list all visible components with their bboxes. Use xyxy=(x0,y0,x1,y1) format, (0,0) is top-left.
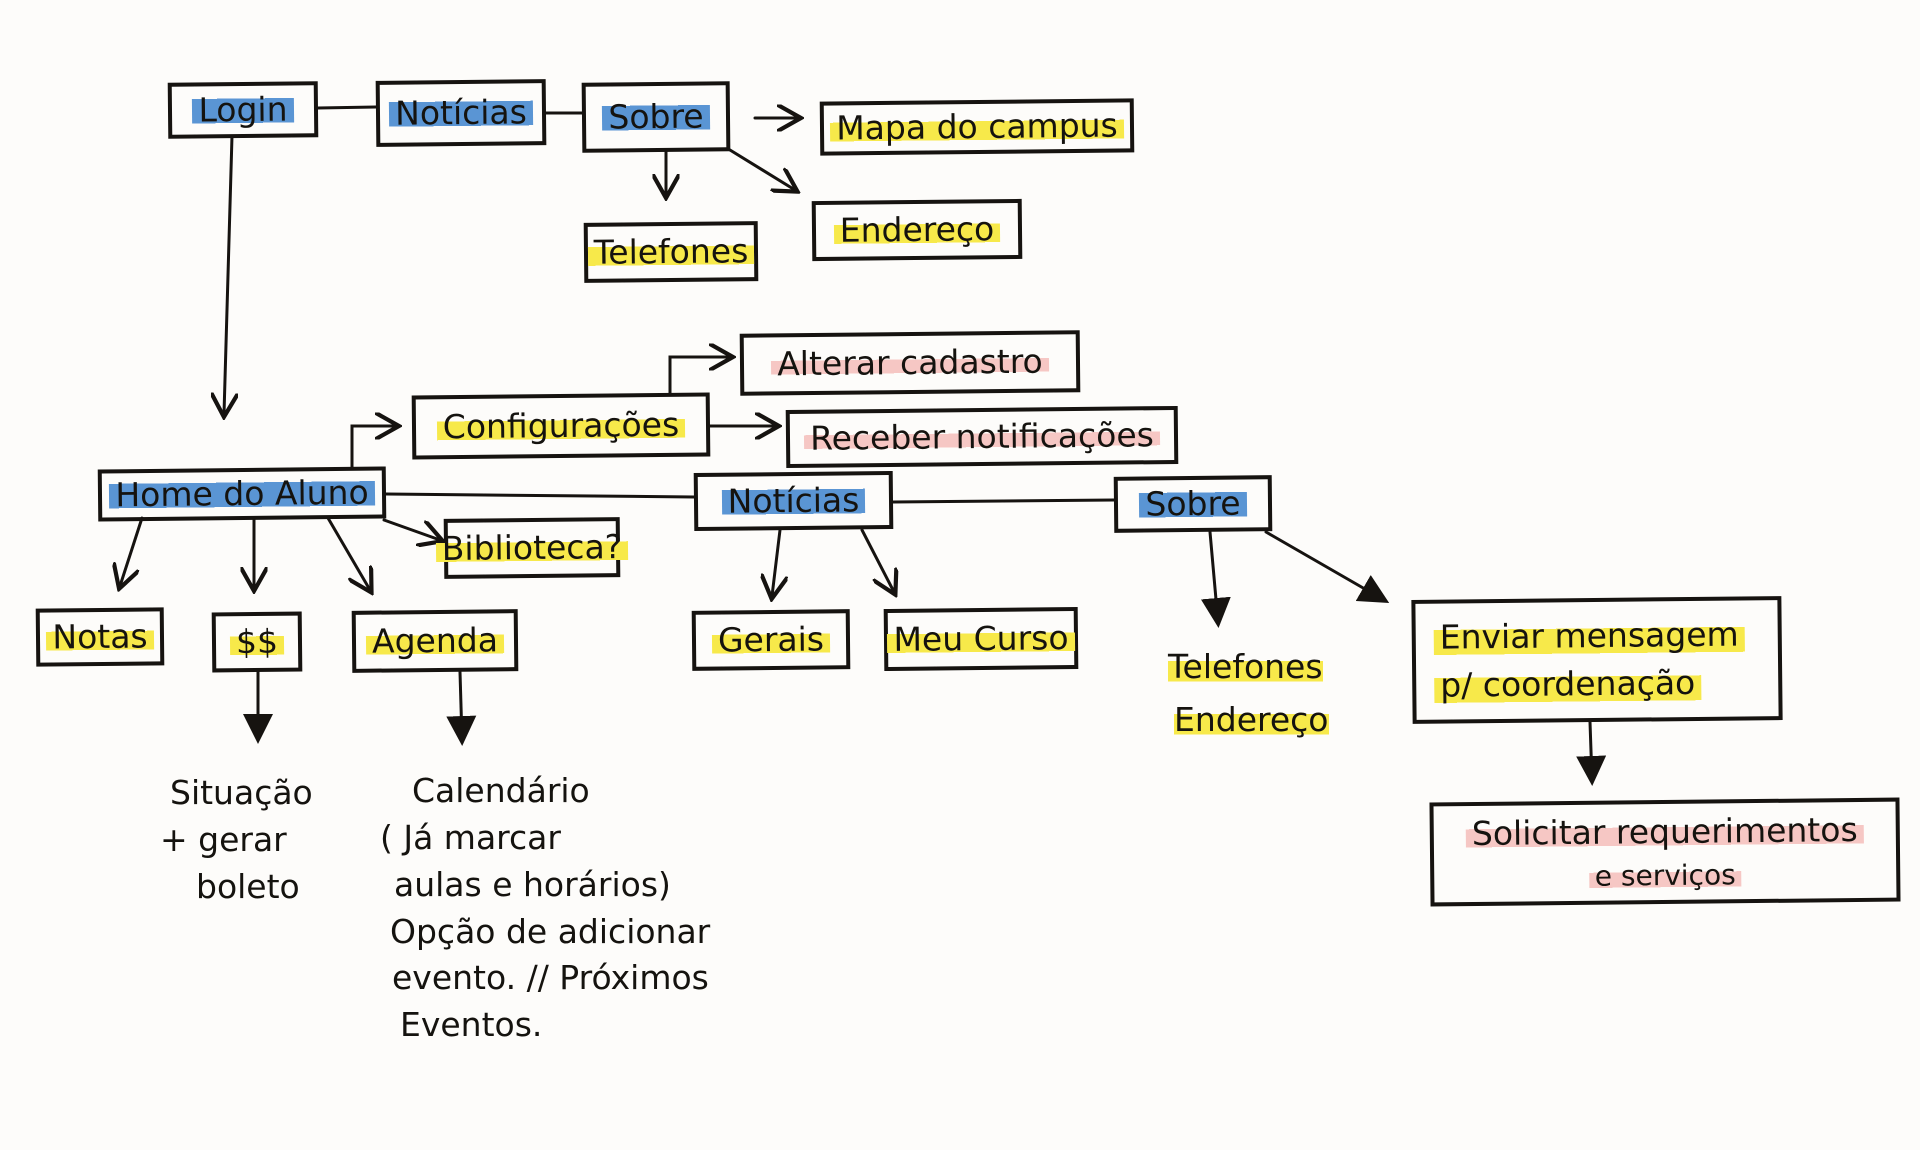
noticias-box: Notícias xyxy=(375,79,547,147)
login-label: Login xyxy=(192,90,294,130)
agenda-label: Agenda xyxy=(365,621,505,661)
configuracoes-label: Configurações xyxy=(436,405,686,446)
alterar-cadastro-label: Alterar cadastro xyxy=(771,342,1049,384)
agenda-note: Calendário ( Já marcar aulas e horários)… xyxy=(380,768,710,1049)
login-box: Login xyxy=(167,81,319,139)
notas-label: Notas xyxy=(46,617,154,657)
agenda-note-line: aulas e horários) xyxy=(394,864,671,904)
edge-home-config xyxy=(350,426,396,470)
biblioteca-box: Biblioteca? xyxy=(435,517,629,579)
edge-sobre2-enviar xyxy=(1264,530,1390,603)
edge-login-home xyxy=(224,134,232,414)
noticias-aluno-box: Notícias xyxy=(693,470,894,532)
gerais-label: Gerais xyxy=(711,620,831,660)
edge-sobre-endereco xyxy=(728,148,795,190)
notas-box: Notas xyxy=(35,607,165,667)
edge-noticias-gerais xyxy=(772,528,780,596)
enviar-mensagem-line: Enviar mensagem xyxy=(1433,610,1745,662)
solicitar-requerimentos-line: Solicitar requerimentos xyxy=(1465,805,1864,858)
alterar-cadastro-box: Alterar cadastro xyxy=(739,330,1081,396)
noticias-label: Notícias xyxy=(388,92,534,133)
financeiro-box: $$ xyxy=(211,611,303,673)
mapa-campus-label: Mapa do campus xyxy=(830,106,1124,148)
endereco-label: Endereço xyxy=(833,209,1001,250)
enviar-mensagem-box: Enviar mensagem p/ coordenação xyxy=(1411,596,1783,724)
gerais-box: Gerais xyxy=(691,609,851,671)
edge-config-alterar xyxy=(668,357,730,396)
edge-home-agenda xyxy=(326,516,370,590)
meu-curso-box: Meu Curso xyxy=(883,606,1079,672)
edge-home-biblioteca xyxy=(382,518,440,540)
telefones-label: Telefones xyxy=(587,231,755,272)
financeiro-label: $$ xyxy=(229,622,285,661)
financeiro-note: Situação + gerar boleto xyxy=(160,770,313,911)
sobre-label: Sobre xyxy=(602,97,710,137)
telefones-box: Telefones xyxy=(583,221,759,283)
sobre-box: Sobre xyxy=(581,81,731,153)
sobre-aluno-label: Sobre xyxy=(1139,484,1247,524)
sobre-contatos: Telefones Endereço xyxy=(1168,640,1329,747)
financeiro-note-line: boleto xyxy=(196,866,300,906)
edge-agenda-note xyxy=(446,670,477,746)
agenda-box: Agenda xyxy=(351,609,519,673)
edge-sobre2-telefones xyxy=(1200,530,1231,628)
edge-home-noticias xyxy=(384,492,696,499)
configuracoes-box: Configurações xyxy=(411,392,711,460)
agenda-note-line: Calendário xyxy=(412,771,590,810)
home-aluno-label: Home do Aluno xyxy=(109,473,375,515)
meu-curso-label: Meu Curso xyxy=(887,618,1075,659)
agenda-note-line: evento. // Próximos xyxy=(392,958,709,998)
financeiro-note-line: Situação xyxy=(170,773,313,812)
receber-notificacoes-box: Receber notificações xyxy=(785,405,1179,469)
endereco-box: Endereço xyxy=(811,198,1023,262)
biblioteca-label: Biblioteca? xyxy=(435,527,629,568)
sobre-telefones-label: Telefones xyxy=(1168,647,1323,686)
edge-noticias-meucurso xyxy=(860,528,894,592)
edge-home-notas xyxy=(120,516,144,586)
solicitar-requerimentos-line: e serviços xyxy=(1588,854,1742,898)
home-aluno-box: Home do Aluno xyxy=(97,466,387,522)
edge-noticias-sobre2 xyxy=(891,498,1116,504)
agenda-note-line: ( Já marcar xyxy=(380,817,561,857)
sobre-aluno-box: Sobre xyxy=(1113,475,1273,533)
agenda-note-line: Opção de adicionar xyxy=(390,911,711,951)
agenda-note-line: Eventos. xyxy=(400,1005,543,1045)
financeiro-note-line: + gerar xyxy=(160,819,287,859)
noticias-aluno-label: Notícias xyxy=(721,480,866,521)
edge-login-noticias xyxy=(316,105,378,110)
solicitar-requerimentos-box: Solicitar requerimentos e serviços xyxy=(1429,797,1901,907)
sobre-endereco-label: Endereço xyxy=(1174,700,1329,740)
enviar-mensagem-line: p/ coordenação xyxy=(1434,658,1702,710)
edge-enviar-solicitar xyxy=(1576,720,1607,786)
mapa-campus-box: Mapa do campus xyxy=(819,98,1135,156)
receber-notificacoes-label: Receber notificações xyxy=(803,415,1161,458)
